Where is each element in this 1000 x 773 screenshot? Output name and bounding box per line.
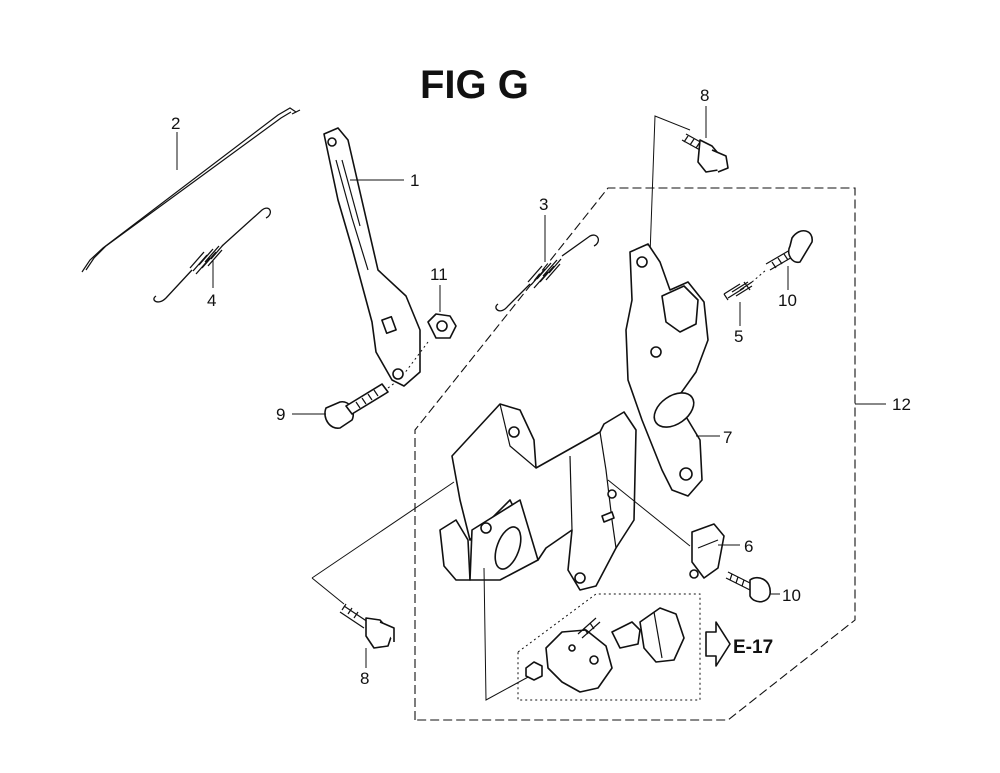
callout-3: 3 [539, 195, 548, 214]
callout-10-lower: 10 [782, 586, 801, 605]
reference-label: E-17 [733, 637, 773, 658]
callout-8-upper: 8 [700, 86, 709, 105]
guide-11 [403, 341, 429, 375]
guide-subassembly [483, 567, 531, 701]
part-10-bolt-lower [725, 571, 771, 603]
callout-10-upper: 10 [778, 291, 797, 310]
part-10-bolt-upper [765, 230, 813, 271]
callout-12: 12 [892, 395, 911, 414]
callout-4: 4 [207, 291, 216, 310]
part-7-plate [625, 243, 709, 497]
callout-9: 9 [276, 405, 285, 424]
callout-6: 6 [744, 537, 753, 556]
assembly-boundary [414, 187, 856, 721]
guide-6 [607, 479, 691, 547]
part-11-nut [427, 313, 457, 339]
part-9-bolt [324, 383, 389, 429]
guide-8-upper [649, 115, 691, 256]
callout-7: 7 [723, 428, 732, 447]
subassembly-boundary [517, 593, 701, 701]
guide-9 [387, 381, 397, 389]
reference-arrow: E-17 [705, 621, 773, 667]
callout-5: 5 [734, 327, 743, 346]
figure-title: FIG G [420, 63, 529, 107]
callout-1: 1 [410, 171, 419, 190]
callout-8-lower: 8 [360, 669, 369, 688]
part-5-spring [723, 269, 767, 301]
part-1-lever [323, 127, 421, 387]
callout-11: 11 [430, 265, 448, 284]
part-3-spring [495, 234, 599, 312]
subassembly-parts [525, 607, 685, 693]
guide-8-lower-a [311, 481, 455, 579]
part-6-block [689, 523, 725, 579]
part-8-bolt-upper [681, 133, 729, 173]
callout-2: 2 [171, 114, 180, 133]
callout-labels: 1 2 3 4 5 6 7 8 8 9 10 10 11 12 [171, 86, 911, 688]
part-8-bolt-lower [339, 603, 395, 649]
part-4-spring [153, 207, 271, 303]
guide-8-lower-b [311, 577, 345, 605]
part-2-rod [81, 107, 301, 273]
main-bracket [439, 403, 637, 591]
